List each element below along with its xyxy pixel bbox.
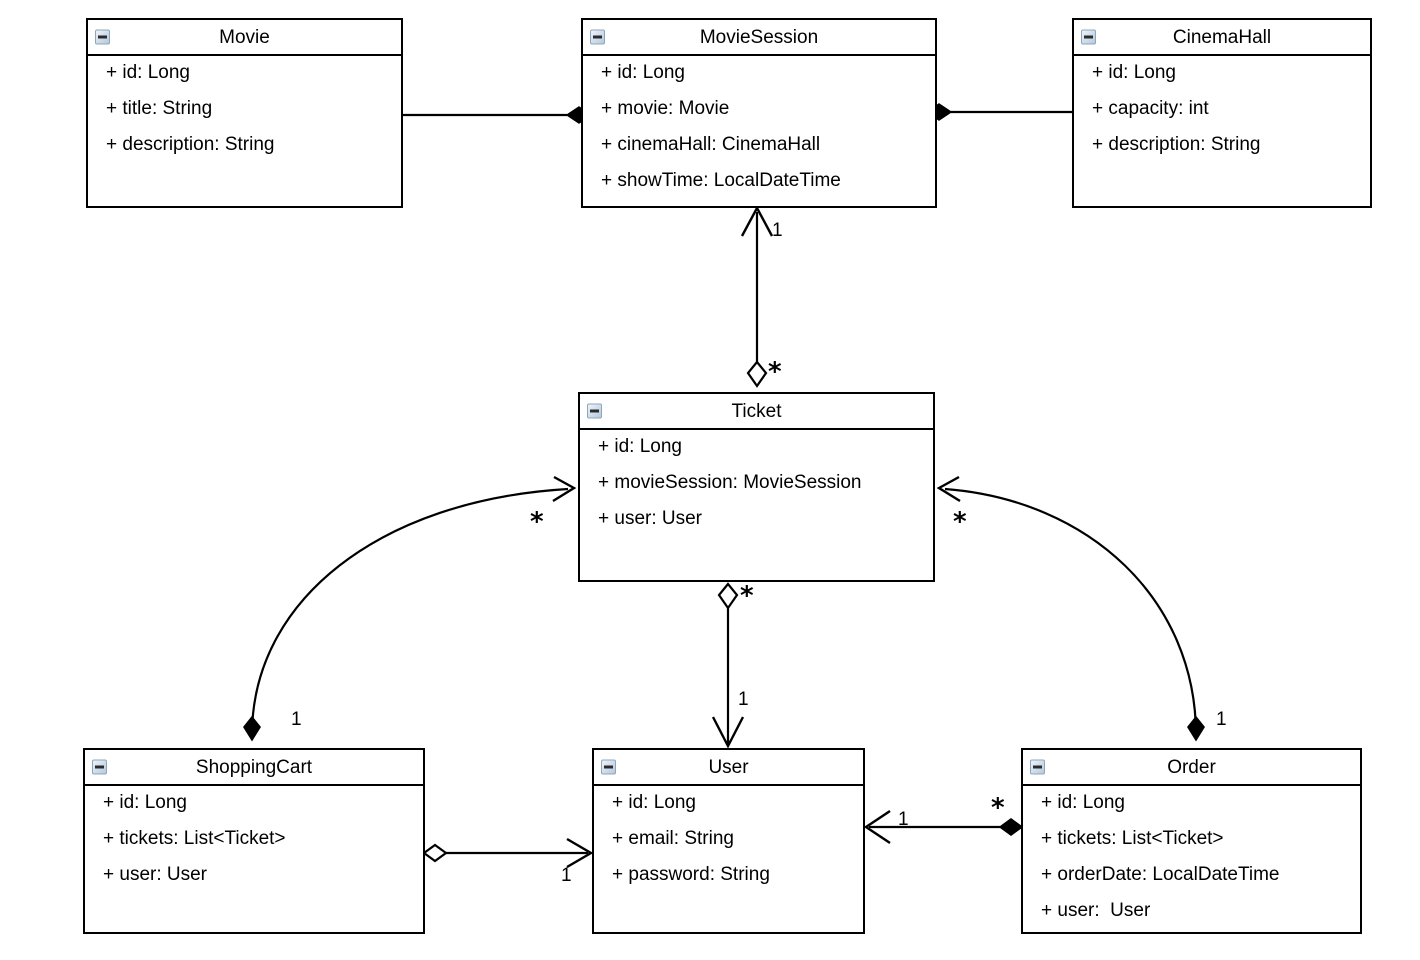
collapse-minus-icon[interactable] <box>587 403 602 419</box>
attribute-row: + id: Long <box>598 436 682 457</box>
edge-shoppingcart-user <box>422 837 594 869</box>
class-name-moviesession: MovieSession <box>699 26 819 48</box>
attribute-row: + user: User <box>598 508 703 529</box>
class-box-user[interactable]: User + id: Long + email: String + passwo… <box>592 748 865 934</box>
filled-diamond-shoppingcart-ticket <box>243 715 261 742</box>
attribute-row: + tickets: List<Ticket> <box>1041 828 1224 849</box>
class-name-order: Order <box>1167 756 1216 778</box>
multiplicity-label: 1 <box>1216 709 1227 730</box>
attribute-row: + movieSession: MovieSession <box>598 472 862 493</box>
class-name-cinemahall: CinemaHall <box>1172 26 1272 48</box>
collapse-minus-icon[interactable] <box>601 759 616 775</box>
class-title-bar-movie: Movie <box>88 20 401 56</box>
attribute-row: + user: User <box>1041 900 1151 921</box>
edge-shoppingcart-ticket <box>243 475 577 742</box>
open-arrow-user-from-cart <box>566 837 594 869</box>
multiplicity-label: 1 <box>561 865 572 886</box>
attribute-row: + cinemaHall: CinemaHall <box>601 134 821 155</box>
attribute-row: + tickets: List<Ticket> <box>103 828 286 849</box>
class-name-shoppingcart: ShoppingCart <box>195 756 313 778</box>
class-title-bar-user: User <box>594 750 863 786</box>
collapse-minus-icon[interactable] <box>92 759 107 775</box>
multiplicity-label: 1 <box>738 689 749 710</box>
class-title-bar-order: Order <box>1023 750 1360 786</box>
collapse-minus-icon[interactable] <box>95 29 110 45</box>
class-name-ticket: Ticket <box>731 400 782 422</box>
attribute-row: + description: String <box>106 134 275 155</box>
class-attributes-ticket: + id: Long + movieSession: MovieSession … <box>580 430 933 528</box>
multiplicity-label: 1 <box>291 709 302 730</box>
attribute-row: + email: String <box>612 828 734 849</box>
edge-ticket-user <box>711 582 745 749</box>
attribute-row: + id: Long <box>106 62 190 83</box>
class-box-shoppingcart[interactable]: ShoppingCart + id: Long + tickets: List<… <box>83 748 425 934</box>
class-attributes-order: + id: Long + tickets: List<Ticket> + ord… <box>1023 786 1360 920</box>
class-title-bar-shoppingcart: ShoppingCart <box>85 750 423 786</box>
multiplicity-label: * <box>530 507 544 537</box>
class-attributes-cinemahall: + id: Long + capacity: int + description… <box>1074 56 1370 154</box>
hollow-diamond-ticket-moviesession <box>746 360 768 388</box>
hollow-diamond-shoppingcart-user <box>422 843 448 863</box>
class-box-ticket[interactable]: Ticket + id: Long + movieSession: MovieS… <box>578 392 935 582</box>
attribute-row: + password: String <box>612 864 770 885</box>
multiplicity-label: * <box>953 507 967 537</box>
open-arrow-ticket-right <box>936 475 961 503</box>
multiplicity-label: * <box>740 581 754 611</box>
class-title-bar-moviesession: MovieSession <box>583 20 935 56</box>
class-attributes-moviesession: + id: Long + movie: Movie + cinemaHall: … <box>583 56 935 190</box>
multiplicity-label: * <box>768 357 782 387</box>
attribute-row: + id: Long <box>103 792 187 813</box>
multiplicity-label: 1 <box>898 809 909 830</box>
open-arrow-moviesession <box>740 205 774 237</box>
filled-diamond-order-ticket <box>1187 715 1205 742</box>
class-attributes-shoppingcart: + id: Long + tickets: List<Ticket> + use… <box>85 786 423 884</box>
attribute-row: + capacity: int <box>1092 98 1209 119</box>
collapse-minus-icon[interactable] <box>590 29 605 45</box>
attribute-row: + movie: Movie <box>601 98 730 119</box>
attribute-row: + id: Long <box>601 62 685 83</box>
edge-cinemahall-moviesession <box>925 103 1072 121</box>
attribute-row: + id: Long <box>1092 62 1176 83</box>
attribute-row: + user: User <box>103 864 208 885</box>
attribute-row: + id: Long <box>612 792 696 813</box>
collapse-minus-icon[interactable] <box>1030 759 1045 775</box>
class-box-movie[interactable]: Movie + id: Long + title: String + descr… <box>86 18 403 208</box>
class-title-bar-ticket: Ticket <box>580 394 933 430</box>
class-box-moviesession[interactable]: MovieSession + id: Long + movie: Movie +… <box>581 18 937 208</box>
class-attributes-user: + id: Long + email: String + password: S… <box>594 786 863 884</box>
edge-movie-moviesession <box>403 106 593 124</box>
open-arrow-user-from-order <box>863 810 891 844</box>
attribute-row: + orderDate: LocalDateTime <box>1041 864 1280 885</box>
multiplicity-label: * <box>991 793 1005 823</box>
class-attributes-movie: + id: Long + title: String + description… <box>88 56 401 154</box>
open-arrow-user <box>711 716 745 749</box>
open-arrow-ticket-left <box>552 475 577 503</box>
edge-order-ticket <box>936 475 1205 742</box>
class-box-order[interactable]: Order + id: Long + tickets: List<Ticket>… <box>1021 748 1362 934</box>
attribute-row: + title: String <box>106 98 213 119</box>
attribute-row: + showTime: LocalDateTime <box>601 170 841 191</box>
collapse-minus-icon[interactable] <box>1081 29 1096 45</box>
attribute-row: + id: Long <box>1041 792 1125 813</box>
class-box-cinemahall[interactable]: CinemaHall + id: Long + capacity: int + … <box>1072 18 1372 208</box>
class-title-bar-cinemahall: CinemaHall <box>1074 20 1370 56</box>
hollow-diamond-ticket-user <box>717 582 739 610</box>
multiplicity-label: 1 <box>772 220 783 241</box>
class-name-user: User <box>708 756 749 778</box>
attribute-row: + description: String <box>1092 134 1261 155</box>
class-name-movie: Movie <box>219 26 270 48</box>
